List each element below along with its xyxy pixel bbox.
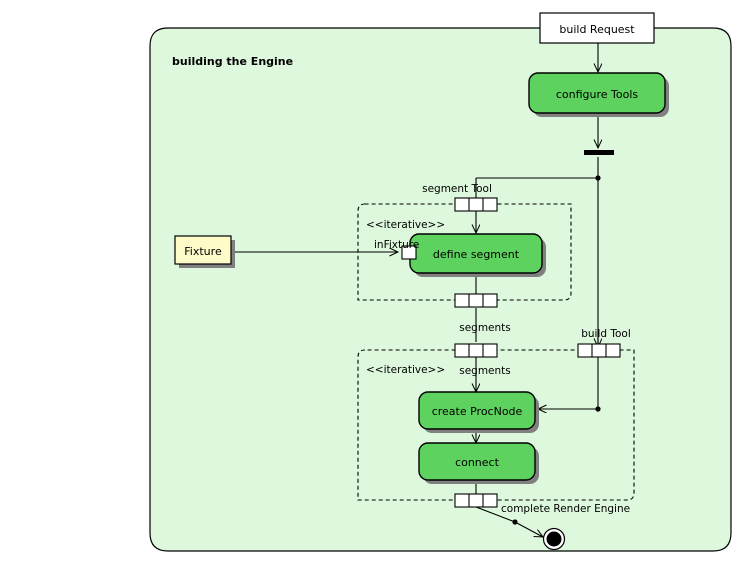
node-define-segment[interactable]: define segment bbox=[401, 233, 546, 277]
label-segments-out: segments bbox=[459, 322, 511, 334]
activity-final-node bbox=[542, 527, 566, 551]
label-complete-render-engine: complete Render Engine bbox=[501, 503, 630, 515]
junction-dot-segment-branch bbox=[595, 175, 601, 181]
partition-frame bbox=[149, 27, 732, 552]
node-connect-label: connect bbox=[455, 456, 500, 469]
node-build-request[interactable]: build Request bbox=[539, 12, 655, 44]
pin-build-tool[interactable] bbox=[577, 343, 621, 358]
pin-segments-out[interactable] bbox=[454, 293, 498, 308]
pin-complete-render-engine[interactable] bbox=[454, 493, 498, 508]
label-in-fixture: inFixture bbox=[374, 239, 419, 251]
pin-segment-tool[interactable] bbox=[454, 197, 498, 212]
frame-procnode-stereotype: <<iterative>> bbox=[366, 364, 445, 376]
node-configure-tools[interactable]: configure Tools bbox=[528, 72, 669, 117]
pin-define-segment-input[interactable] bbox=[401, 245, 417, 260]
junction-dot-build-tool bbox=[595, 406, 601, 412]
label-segments-in: segments bbox=[459, 365, 511, 377]
partition-title: building the Engine bbox=[172, 55, 293, 68]
node-fixture[interactable]: Fixture bbox=[174, 235, 235, 268]
frame-procnode bbox=[357, 349, 635, 501]
node-connect[interactable]: connect bbox=[418, 442, 539, 484]
label-segment-tool: segment Tool bbox=[422, 183, 492, 195]
frame-segment-stereotype: <<iterative>> bbox=[366, 219, 445, 231]
node-define-segment-label: define segment bbox=[433, 248, 520, 261]
fork-bar bbox=[584, 150, 614, 155]
edge-to-final-node bbox=[514, 521, 543, 537]
node-configure-tools-label: configure Tools bbox=[556, 88, 639, 101]
label-build-tool: build Tool bbox=[581, 328, 631, 340]
junction-dot-final bbox=[512, 519, 518, 525]
node-create-procnode[interactable]: create ProcNode bbox=[418, 391, 539, 433]
node-build-request-label: build Request bbox=[559, 23, 635, 36]
frame-segment bbox=[357, 203, 572, 301]
pin-segments-in[interactable] bbox=[454, 343, 498, 358]
connector-layer bbox=[228, 43, 601, 537]
node-fixture-label: Fixture bbox=[184, 245, 222, 258]
node-create-procnode-label: create ProcNode bbox=[432, 405, 523, 418]
edge-outpin-to-final-leg bbox=[475, 506, 516, 523]
